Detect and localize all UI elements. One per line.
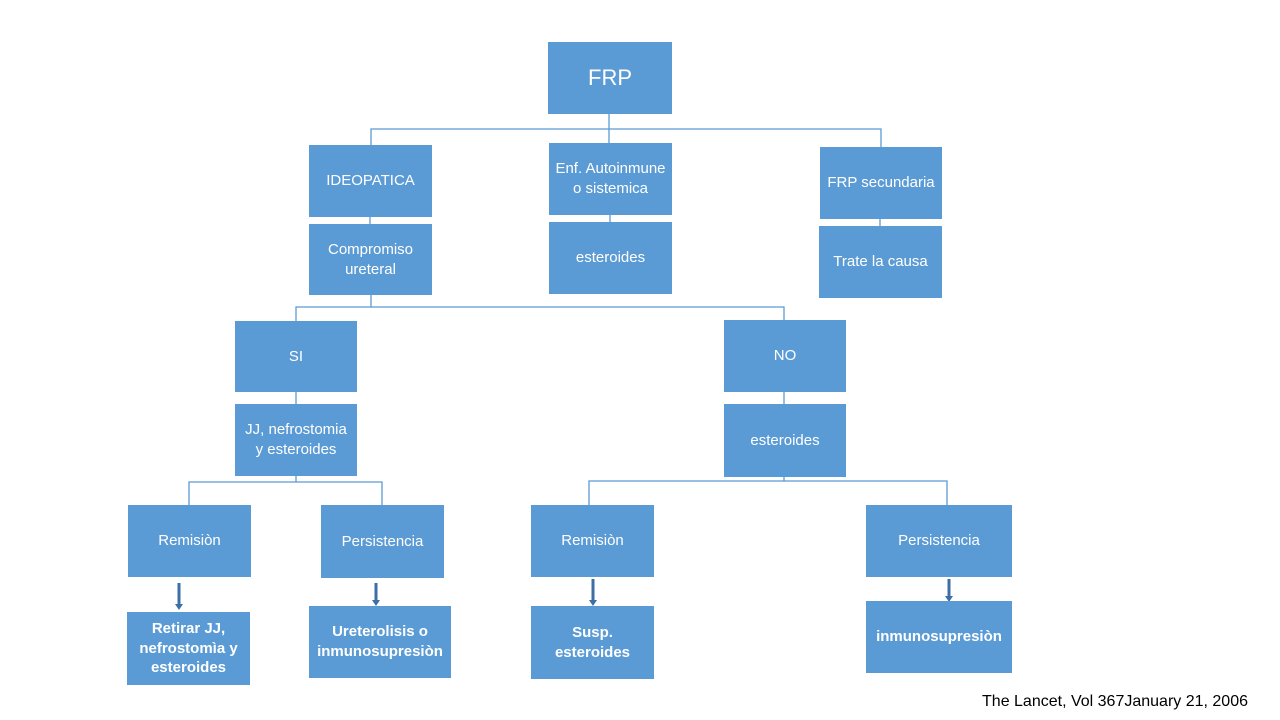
node-frp: FRP bbox=[548, 42, 672, 114]
node-no-treatment: esteroides bbox=[724, 404, 846, 477]
node-no: NO bbox=[724, 320, 846, 392]
arrowhead-no-persistencia bbox=[945, 596, 953, 602]
node-compromiso-ureteral: Compromiso ureteral bbox=[309, 224, 432, 295]
node-autoinmune-esteroides-label: esteroides bbox=[575, 249, 646, 267]
node-si-persistencia: Persistencia bbox=[321, 505, 444, 578]
node-autoinmune-esteroides: esteroides bbox=[549, 222, 672, 294]
node-no-label: NO bbox=[773, 347, 797, 365]
connector-no-outcomes bbox=[588, 477, 785, 505]
node-si: SI bbox=[235, 321, 357, 392]
node-ideopatica-label: IDEOPATICA bbox=[326, 172, 415, 190]
node-no-remision-label: Remisiòn bbox=[561, 532, 624, 550]
connector-si-persistencia bbox=[296, 481, 383, 505]
connector-no-persistencia bbox=[784, 480, 948, 505]
node-autoinmune-label: Enf. Autoinmune o sistemica bbox=[555, 160, 666, 197]
citation-text: The Lancet, Vol 367January 21, 2006 bbox=[982, 693, 1248, 710]
connector-si-outcomes bbox=[188, 476, 297, 505]
node-no-persistencia-result: inmunosupresiòn bbox=[866, 601, 1012, 673]
node-si-label: SI bbox=[288, 347, 304, 365]
node-si-remision-result-label: Retirar JJ, nefrostomìa y esteroides bbox=[139, 619, 238, 677]
node-frp-label: FRP bbox=[588, 65, 632, 91]
node-autoinmune: Enf. Autoinmune o sistemica bbox=[549, 143, 672, 215]
node-no-treatment-label: esteroides bbox=[750, 431, 820, 449]
node-si-remision: Remisiòn bbox=[128, 505, 251, 577]
arrowhead-si-persistencia bbox=[372, 600, 380, 606]
node-si-treatment-label: JJ, nefrostomia y esteroides bbox=[245, 421, 347, 458]
node-compromiso-ureteral-label: Compromiso ureteral bbox=[327, 240, 414, 278]
node-frp-secundaria-label: FRP secundaria bbox=[827, 174, 935, 192]
node-si-remision-result: Retirar JJ, nefrostomìa y esteroides bbox=[127, 612, 250, 685]
arrowhead-no-remision bbox=[589, 600, 597, 606]
node-trate-la-causa: Trate la causa bbox=[819, 226, 942, 298]
arrowhead-si-remision bbox=[175, 604, 183, 610]
node-no-remision-result-label: Susp. esteroides bbox=[554, 623, 631, 661]
node-no-persistencia: Persistencia bbox=[866, 505, 1012, 577]
node-no-remision: Remisiòn bbox=[531, 505, 654, 577]
node-si-persistencia-result: Ureterolisis o inmunosupresiòn bbox=[309, 606, 451, 678]
connector-root-bus bbox=[370, 128, 882, 147]
node-si-treatment: JJ, nefrostomia y esteroides bbox=[235, 404, 357, 476]
node-ideopatica: IDEOPATICA bbox=[309, 145, 432, 217]
node-trate-la-causa-label: Trate la causa bbox=[833, 253, 928, 271]
node-si-persistencia-label: Persistencia bbox=[341, 532, 424, 550]
node-si-persistencia-result-label: Ureterolisis o inmunosupresiòn bbox=[317, 623, 443, 660]
node-frp-secundaria: FRP secundaria bbox=[820, 147, 942, 219]
node-no-persistencia-label: Persistencia bbox=[898, 532, 980, 550]
node-si-remision-label: Remisiòn bbox=[158, 532, 221, 550]
node-no-remision-result: Susp. esteroides bbox=[531, 606, 654, 679]
node-no-persistencia-result-label: inmunosupresiòn bbox=[876, 628, 1002, 646]
connector-compromiso-no bbox=[371, 306, 785, 320]
connector-compromiso-bus bbox=[295, 295, 372, 321]
